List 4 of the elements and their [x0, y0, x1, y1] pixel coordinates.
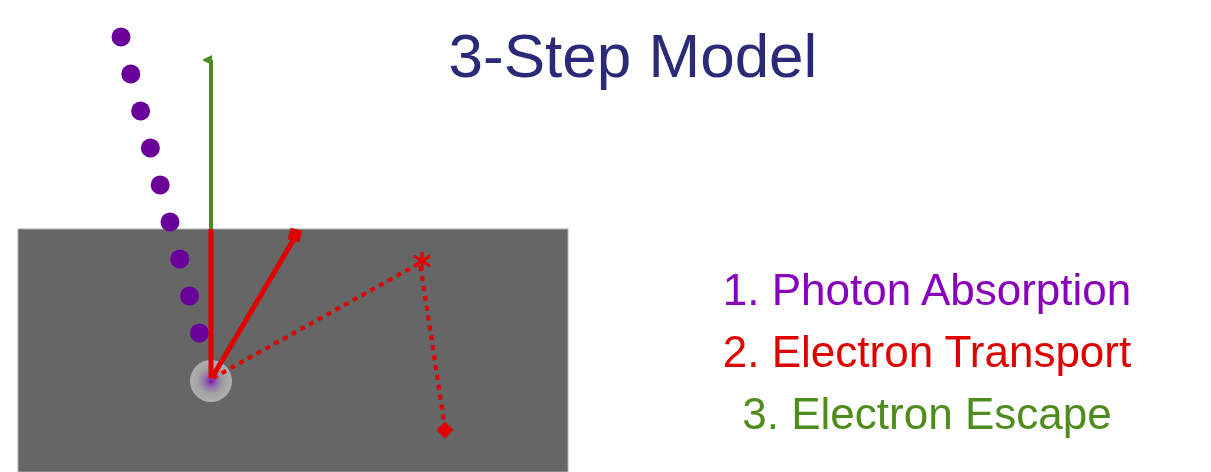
step-label: 3. Electron Escape [741, 388, 1113, 440]
step-label: 2. Electron Transport [721, 326, 1133, 378]
step-label: 1. Photon Absorption [721, 264, 1133, 316]
title: 3-Step Model [447, 20, 819, 92]
